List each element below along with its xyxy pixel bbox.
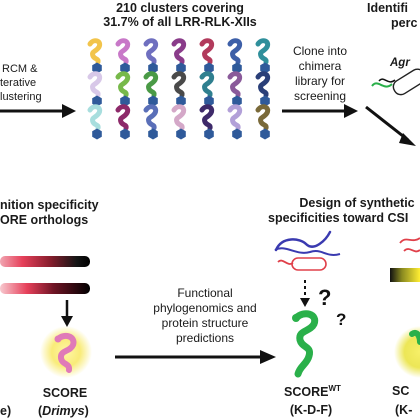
- cluster-grid: [87, 38, 271, 140]
- score-wt-superscript: WT: [328, 384, 341, 393]
- gradient-bar-bottom: [0, 283, 90, 294]
- cluster-receptor-icon: [87, 71, 103, 107]
- score-wt-motif: (K-D-F): [289, 403, 333, 417]
- clone-text-line4: screening: [293, 89, 347, 103]
- agrobacterium-label: Agr: [390, 57, 410, 69]
- process-label-line3: lustering: [0, 91, 42, 103]
- gradient-bar-top: [0, 256, 90, 267]
- identification-title-line1: Identifi: [367, 1, 408, 15]
- method-text-line2: phylogenomics and: [153, 301, 257, 315]
- cluster-receptor-icon: [143, 38, 159, 74]
- edge-glow-icon: [394, 326, 420, 378]
- species-name: Drimys: [42, 404, 85, 418]
- method-text-line1: Functional: [177, 286, 233, 300]
- edge-red-peptide-icon: [399, 237, 420, 253]
- process-label-line2: terative: [0, 77, 37, 89]
- cluster-receptor-icon: [143, 71, 159, 107]
- score-drimys-name: SCORE: [42, 386, 88, 400]
- process-label-line1: RCM &: [2, 63, 38, 75]
- score-wt-name: SCOREWT: [284, 384, 341, 399]
- cluster-receptor-icon: [171, 104, 187, 140]
- score-drimys-receptor-icon: [40, 326, 92, 378]
- recognition-heading-line2: ORE orthologs: [0, 213, 89, 227]
- score-drimys-species: (Drimys): [38, 404, 89, 418]
- clone-text-line2: chimera: [298, 59, 342, 73]
- method-text-line4: predictions: [175, 331, 235, 345]
- arrow-to-design: [115, 350, 276, 364]
- design-heading-line1: Design of synthetic: [299, 196, 415, 210]
- question-mark-icons: ? ?: [318, 285, 346, 329]
- cluster-receptor-icon: [143, 104, 159, 140]
- score-edge-motif: (K-: [395, 403, 413, 417]
- identification-title-line2: perc: [391, 16, 418, 30]
- arrow-to-library: [282, 104, 358, 118]
- clone-text-line3: library for: [294, 74, 345, 88]
- svg-text:?: ?: [336, 310, 346, 329]
- cluster-receptor-icon: [115, 38, 131, 74]
- svg-text:?: ?: [318, 285, 331, 310]
- cluster-receptor-icon: [227, 38, 243, 74]
- cluster-receptor-icon: [87, 38, 103, 74]
- arrow-to-identification: [365, 105, 416, 146]
- clone-text-line1: Clone into: [292, 44, 348, 58]
- clusters-title-line2: 31.7% of all LRR-RLK-XIIs: [103, 15, 257, 29]
- agrobacterium-icon: [371, 68, 420, 96]
- cluster-receptor-icon: [87, 104, 103, 140]
- cluster-receptor-icon: [115, 71, 131, 107]
- cluster-receptor-icon: [115, 104, 131, 140]
- score-edge-name: SC: [392, 384, 410, 398]
- method-text-line3: protein structure: [161, 316, 249, 330]
- score-wt-receptor-icon: [292, 310, 319, 378]
- cluster-receptor-icon: [227, 71, 243, 107]
- cluster-receptor-icon: [255, 71, 271, 107]
- recognition-heading-line1: nition specificity: [0, 198, 99, 212]
- cluster-receptor-icon: [255, 104, 271, 140]
- blue-red-peptide-icon: [274, 230, 341, 271]
- edge-yellow-bar: [390, 268, 420, 282]
- cluster-receptor-icon: [199, 38, 215, 74]
- cluster-receptor-icon: [171, 71, 187, 107]
- clusters-title-line1: 210 clusters covering: [116, 1, 244, 15]
- down-arrow-left: [61, 300, 73, 327]
- cluster-receptor-icon: [199, 104, 215, 140]
- cluster-receptor-icon: [171, 38, 187, 74]
- score-drimys-prefix: e): [0, 404, 12, 418]
- design-heading-line2: specificities toward CSI: [268, 211, 409, 225]
- cluster-receptor-icon: [255, 38, 271, 74]
- cluster-receptor-icon: [199, 71, 215, 107]
- score-wt-base: SCORE: [284, 385, 329, 400]
- cluster-receptor-icon: [227, 104, 243, 140]
- arrow-to-clusters: [0, 104, 76, 118]
- dashed-down-arrow: [300, 280, 310, 307]
